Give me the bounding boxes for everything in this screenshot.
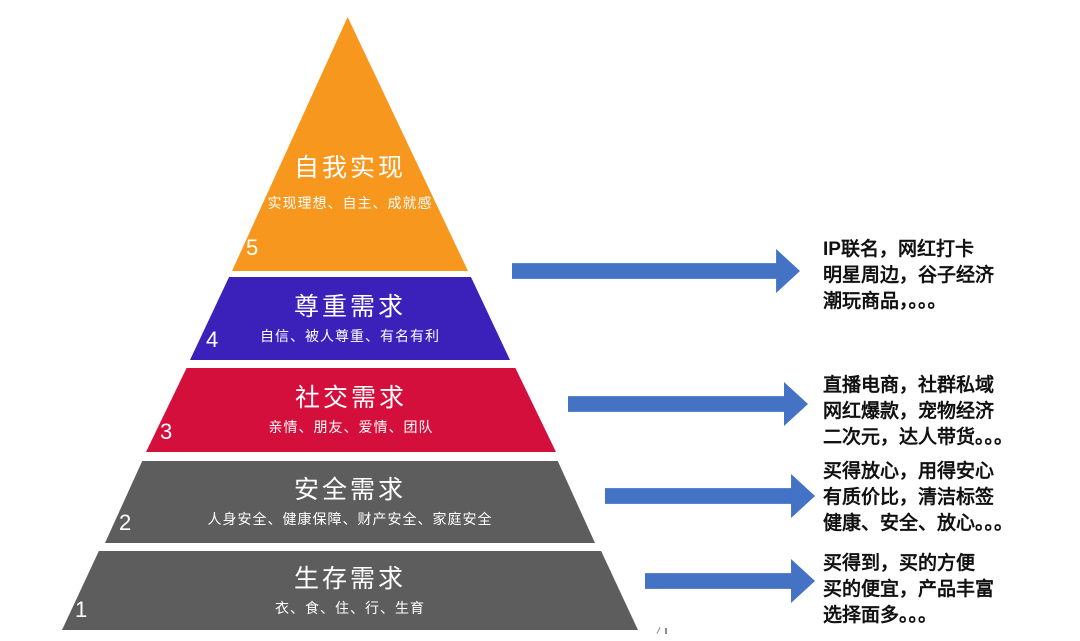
annotation-safety: 买得放心，用得安心 有质价比，清洁标签 健康、安全、放心。。。 — [823, 459, 1078, 537]
level-title: 尊重需求 — [293, 292, 406, 321]
annotation-line: 选择面多。。。 — [823, 605, 938, 626]
annotation-line: 直播电商，社群私域 — [823, 375, 995, 396]
annotation-self-actualization: IP联名，网红打卡 明星周边，谷子经济 潮玩商品，。。。 — [823, 237, 1078, 315]
level-title: 自我实现 — [293, 154, 406, 182]
pyramid-level-4-esteem: 4 尊重需求 自信、被人尊重、有名有利 — [190, 277, 510, 360]
annotation-line: 买得放心，用得安心 — [823, 461, 995, 482]
level-number: 1 — [75, 597, 88, 622]
annotation-line: 有质价比，清洁标签 — [823, 487, 995, 508]
right-arrow-icon — [645, 559, 815, 603]
level-subtitle: 自信、被人尊重、有名有利 — [260, 327, 440, 344]
annotation-line: 明星周边，谷子经济 — [823, 265, 995, 286]
annotation-line: 买的便宜，产品丰富 — [823, 579, 995, 600]
level-subtitle: 衣、食、住、行、生育 — [275, 599, 425, 616]
annotation-survival: 买得到，买的方便 买的便宜，产品丰富 选择面多。。。 — [823, 551, 1078, 629]
annotation-line: 健康、安全、放心。。。 — [823, 513, 1014, 534]
level-subtitle: 人身安全、健康保障、财产安全、家庭安全 — [207, 511, 493, 527]
right-arrow-icon — [605, 474, 815, 518]
pyramid-level-5-self-actualization: 5 自我实现 实现理想、自主、成就感 — [232, 17, 468, 271]
level-number: 3 — [160, 419, 173, 444]
level-number: 2 — [119, 510, 132, 535]
annotation-line: 买得到，买的方便 — [823, 553, 976, 574]
level-title: 安全需求 — [293, 476, 406, 504]
annotation-line: IP联名，网红打卡 — [823, 239, 974, 260]
level-number: 4 — [206, 327, 219, 352]
annotation-line: 网红爆款，宠物经济 — [823, 401, 995, 422]
annotation-line: 潮玩商品，。。。 — [823, 291, 947, 312]
right-arrow-icon — [568, 382, 808, 426]
level-title: 社交需求 — [294, 384, 407, 412]
annotation-line: 二次元，达人带货。。。 — [823, 427, 1014, 448]
pyramid-level-2-safety: 2 安全需求 人身安全、健康保障、财产安全、家庭安全 — [105, 461, 595, 543]
level-subtitle: 亲情、朋友、爱情、团队 — [268, 419, 434, 435]
pyramid-level-3-social: 3 社交需求 亲情、朋友、爱情、团队 — [146, 368, 556, 452]
pyramid-level-1-survival: 1 生存需求 衣、食、住、行、生育 — [62, 551, 638, 630]
level-title: 生存需求 — [293, 564, 406, 593]
stray-mark — [655, 627, 669, 635]
annotation-social: 直播电商，社群私域 网红爆款，宠物经济 二次元，达人带货。。。 — [823, 373, 1078, 451]
level-subtitle: 实现理想、自主、成就感 — [267, 195, 433, 211]
level-number: 5 — [246, 235, 259, 260]
right-arrow-icon — [512, 249, 800, 293]
